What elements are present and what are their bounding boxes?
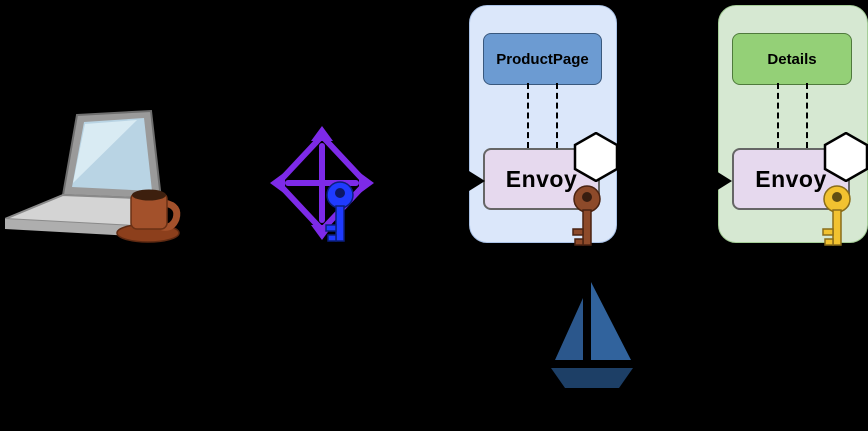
arrow-left — [270, 172, 285, 194]
key-icon-brown — [572, 185, 601, 246]
service-label-details: Details — [732, 33, 852, 85]
hexagon-icon — [573, 132, 619, 182]
service-label-productpage: ProductPage — [483, 33, 602, 85]
hexagon-icon — [823, 132, 868, 182]
arrowhead-into-productpage — [469, 171, 485, 191]
key-hole — [335, 188, 345, 198]
hull — [551, 368, 633, 388]
sail-main — [591, 282, 631, 360]
dashed-link — [527, 83, 529, 148]
dashed-link — [777, 83, 779, 148]
key-hole — [582, 192, 592, 202]
laptop-icon — [5, 109, 181, 243]
connector-gateway-to-productpage — [374, 179, 470, 184]
sail-jib — [555, 298, 583, 360]
coffee-mug-icon — [116, 189, 181, 243]
key-hole — [832, 192, 842, 202]
connector-laptop-to-gateway — [205, 179, 270, 184]
dashed-link — [556, 83, 558, 148]
gateway-diamond-arrows-icon — [270, 126, 374, 240]
key-icon-blue — [325, 181, 354, 242]
dashed-link — [806, 83, 808, 148]
key-icon-yellow — [822, 185, 851, 246]
laptop-screen — [61, 109, 163, 201]
connector-productpage-to-details — [593, 177, 716, 186]
arrowhead-into-details — [716, 171, 732, 191]
sailboat-icon — [551, 282, 633, 388]
arrow-right — [359, 172, 374, 194]
arrow-up — [311, 126, 333, 141]
screen-glare — [73, 120, 137, 183]
